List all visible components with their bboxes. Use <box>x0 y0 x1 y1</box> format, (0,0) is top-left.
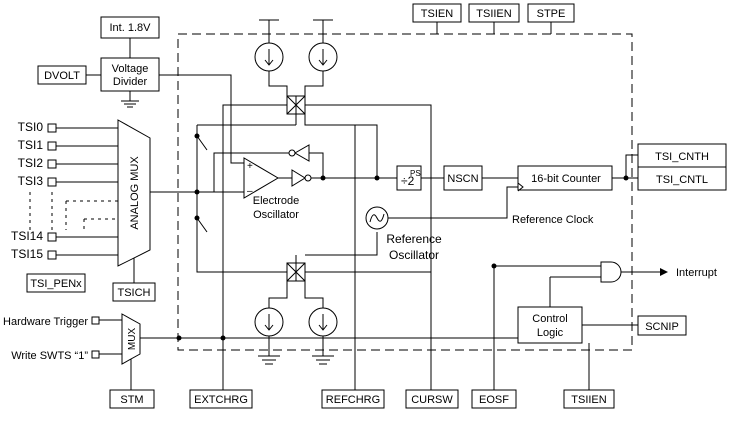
voltage-divider-box <box>100 57 160 92</box>
cursw-box <box>405 389 459 409</box>
software-trigger-pin <box>91 350 100 359</box>
module-boundary <box>177 33 633 351</box>
refchrg-label: REFCHRG <box>326 394 380 406</box>
comparator-plus: + <box>247 161 253 172</box>
tsi-cnth-label: TSI_CNTH <box>655 151 709 163</box>
extchrg-box <box>189 389 253 409</box>
top-signal-boxes: TSIEN TSIIEN STPE <box>412 3 575 34</box>
comparator-minus: – <box>247 186 253 197</box>
electrode-oscillator: + – Electrode Oscillator <box>194 124 380 233</box>
and-gate <box>600 261 622 283</box>
pin-label-tsi0: TSI0 <box>18 120 44 134</box>
trigger-mux: Hardware Trigger Write SWTS “1” MUX STM <box>3 313 179 409</box>
pin-tsi3 <box>47 177 57 187</box>
scnip-box <box>637 315 687 336</box>
voltage-divider-label-1: Voltage <box>112 63 149 75</box>
counter-box <box>517 165 613 191</box>
divider-output-wire <box>159 74 244 164</box>
divider-ground-icon <box>121 91 139 108</box>
pin-label-tsi1: TSI1 <box>18 138 44 152</box>
pin-tsi1 <box>47 141 57 151</box>
stpe-label: STPE <box>537 8 566 20</box>
voltage-divider-label-2: Divider <box>113 76 148 88</box>
counter-chain: ÷2 PS NSCN 16-bit Counter TSI_CNTH TSI_C… <box>377 143 727 192</box>
stm-label: STM <box>120 394 143 406</box>
vdd-rail-icon-2 <box>313 19 333 43</box>
lower-ground-icon-2 <box>312 336 334 365</box>
counter-label: 16-bit Counter <box>531 173 601 185</box>
pin-label-tsi3: TSI3 <box>18 174 44 188</box>
trigger-mux-label: MUX <box>127 328 138 351</box>
input-pins: TSI0 TSI1 TSI2 TSI3 TSI14 TSI15 <box>11 120 118 261</box>
extchrg-label: EXTCHRG <box>194 394 248 406</box>
trigger-mux-shape <box>121 313 141 365</box>
tsi-pen-box <box>26 273 86 293</box>
control-logic: Control Logic SCNIP <box>176 263 687 390</box>
analog-mux-label: ANALOG MUX <box>129 156 141 230</box>
reference-oscillator: Reference Oscillator Reference Clock <box>365 186 594 262</box>
pin-tsi2 <box>47 159 57 169</box>
tsi-cntl-label: TSI_CNTL <box>656 174 708 186</box>
reference-clock-label: Reference Clock <box>512 214 594 226</box>
pin-label-tsi15: TSI15 <box>11 247 43 261</box>
refchrg-box <box>321 389 385 409</box>
tsiien-top-label: TSIIEN <box>476 8 512 20</box>
tsi-cntl-box <box>637 166 727 191</box>
nscn-label: NSCN <box>447 173 478 185</box>
scnip-label: SCNIP <box>645 321 679 333</box>
upper-current-sources <box>222 19 432 390</box>
interrupt-logic: Interrupt <box>494 261 717 307</box>
pin-tsi0 <box>47 123 57 133</box>
electrode-osc-label-1: Electrode <box>253 195 299 207</box>
interrupt-label: Interrupt <box>676 267 717 279</box>
eosf-box <box>471 389 517 409</box>
tsien-label: TSIEN <box>421 8 453 20</box>
reference-osc-label-2: Oscillator <box>389 248 439 262</box>
top-signal-wires <box>436 22 552 34</box>
vdd-rail-icon <box>259 19 279 43</box>
stm-box <box>109 389 155 409</box>
lower-ground-icon <box>258 336 280 365</box>
tsiien-bottom-label: TSIIEN <box>571 394 607 406</box>
eosf-label: EOSF <box>479 394 509 406</box>
software-trigger-label: Write SWTS “1” <box>11 350 88 362</box>
prescaler-base: ÷2 <box>401 174 415 188</box>
voltage-supply: Int. 1.8V Voltage Divider DVOLT <box>37 16 244 164</box>
analog-mux: ANALOG MUX TSI_PENx TSICH <box>26 119 197 302</box>
pin-tsi15 <box>47 250 57 260</box>
electrode-osc-label-2: Oscillator <box>253 209 299 221</box>
int-supply-label: Int. 1.8V <box>110 22 152 34</box>
pin-tsi14 <box>47 232 57 242</box>
output-buffer <box>291 169 306 187</box>
hardware-trigger-pin <box>91 316 100 325</box>
feedback-buffer <box>293 144 310 162</box>
control-logic-box <box>517 306 583 344</box>
pin-label-tsi2: TSI2 <box>18 156 44 170</box>
comparator <box>243 157 279 199</box>
cursw-label: CURSW <box>411 394 453 406</box>
control-logic-label-1: Control <box>532 313 567 325</box>
control-logic-label-2: Logic <box>537 327 564 339</box>
pin-label-tsi14: TSI14 <box>11 229 43 243</box>
tsi-pen-label: TSI_PENx <box>30 278 82 290</box>
hardware-trigger-label: Hardware Trigger <box>3 316 88 328</box>
tsich-label: TSICH <box>118 287 151 299</box>
lower-current-sources <box>196 232 431 365</box>
prescaler-exponent: PS <box>410 169 421 178</box>
tsich-box <box>112 282 156 302</box>
nscn-box <box>443 165 483 191</box>
tsiien-bottom-box <box>563 389 615 409</box>
bottom-signal-boxes: EXTCHRG REFCHRG CURSW EOSF TSIIEN <box>189 125 615 409</box>
reference-osc-label-1: Reference <box>386 232 442 246</box>
dvolt-label: DVOLT <box>44 70 80 82</box>
